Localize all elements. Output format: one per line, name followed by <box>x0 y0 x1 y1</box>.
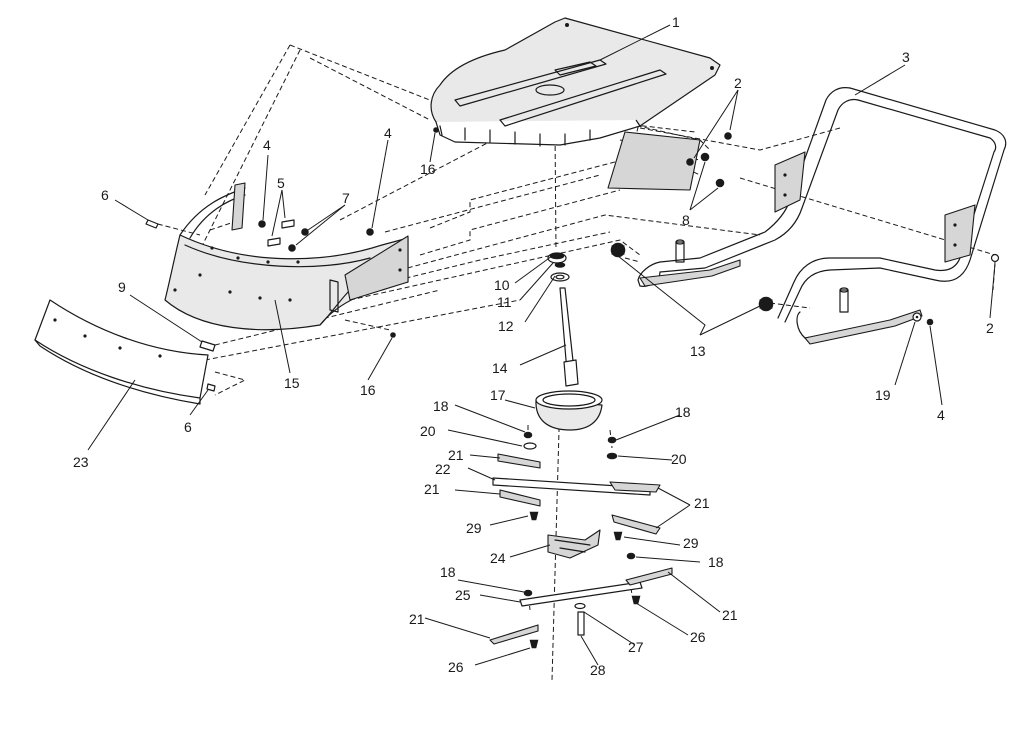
callout-25: 25 <box>455 587 471 603</box>
callout-27: 27 <box>628 639 644 655</box>
callout-23: 23 <box>73 454 89 470</box>
callout-18: 18 <box>708 554 724 570</box>
callout-17: 17 <box>490 387 506 403</box>
callout-21: 21 <box>694 495 710 511</box>
callout-29: 29 <box>466 520 482 536</box>
callout-21: 21 <box>409 611 425 627</box>
front-guard <box>164 182 409 331</box>
callout-20: 20 <box>671 451 687 467</box>
callout-6: 6 <box>101 187 109 203</box>
callout-6: 6 <box>184 419 192 435</box>
callout-10: 10 <box>494 277 510 293</box>
callout-4: 4 <box>263 137 271 153</box>
callout-12: 12 <box>498 318 514 334</box>
callout-11: 11 <box>497 294 512 310</box>
callout-labels: 1 2 2 3 4 4 4 5 6 6 7 8 9 10 11 12 13 14… <box>73 14 994 678</box>
callout-29: 29 <box>683 535 699 551</box>
callout-8: 8 <box>682 212 690 228</box>
callout-21: 21 <box>722 607 738 623</box>
lower-blade-assembly <box>489 552 673 649</box>
callout-18: 18 <box>433 398 449 414</box>
callout-16: 16 <box>360 382 376 398</box>
leader-lines <box>87 24 996 666</box>
blade-cup <box>535 390 603 431</box>
callout-18: 18 <box>675 404 691 420</box>
callout-2: 2 <box>986 320 994 336</box>
handle-frame <box>637 87 1007 345</box>
callout-2: 2 <box>734 75 742 91</box>
callout-19: 19 <box>875 387 891 403</box>
callout-16: 16 <box>420 161 436 177</box>
upper-blade-assembly <box>492 431 661 541</box>
callout-4: 4 <box>937 407 945 423</box>
callout-5: 5 <box>277 175 285 191</box>
callout-4: 4 <box>384 125 392 141</box>
callout-9: 9 <box>118 279 126 295</box>
deck-rear-bracket <box>607 131 701 191</box>
callout-7: 7 <box>342 190 350 206</box>
callout-24: 24 <box>490 550 506 566</box>
callout-1: 1 <box>672 14 680 30</box>
callout-26: 26 <box>690 629 706 645</box>
callout-26: 26 <box>448 659 464 675</box>
spindle-group <box>547 252 579 387</box>
callout-28: 28 <box>590 662 606 678</box>
callout-21: 21 <box>448 447 464 463</box>
blade-clip <box>547 529 601 559</box>
callout-3: 3 <box>902 49 910 65</box>
callout-13: 13 <box>690 343 706 359</box>
callout-15: 15 <box>284 375 300 391</box>
callout-21: 21 <box>424 481 440 497</box>
rubber-flap <box>34 299 209 405</box>
callout-14: 14 <box>492 360 508 376</box>
callout-18: 18 <box>440 564 456 580</box>
fasteners <box>145 127 1000 392</box>
callout-22: 22 <box>435 461 451 477</box>
callout-20: 20 <box>420 423 436 439</box>
deck-top <box>430 17 721 147</box>
